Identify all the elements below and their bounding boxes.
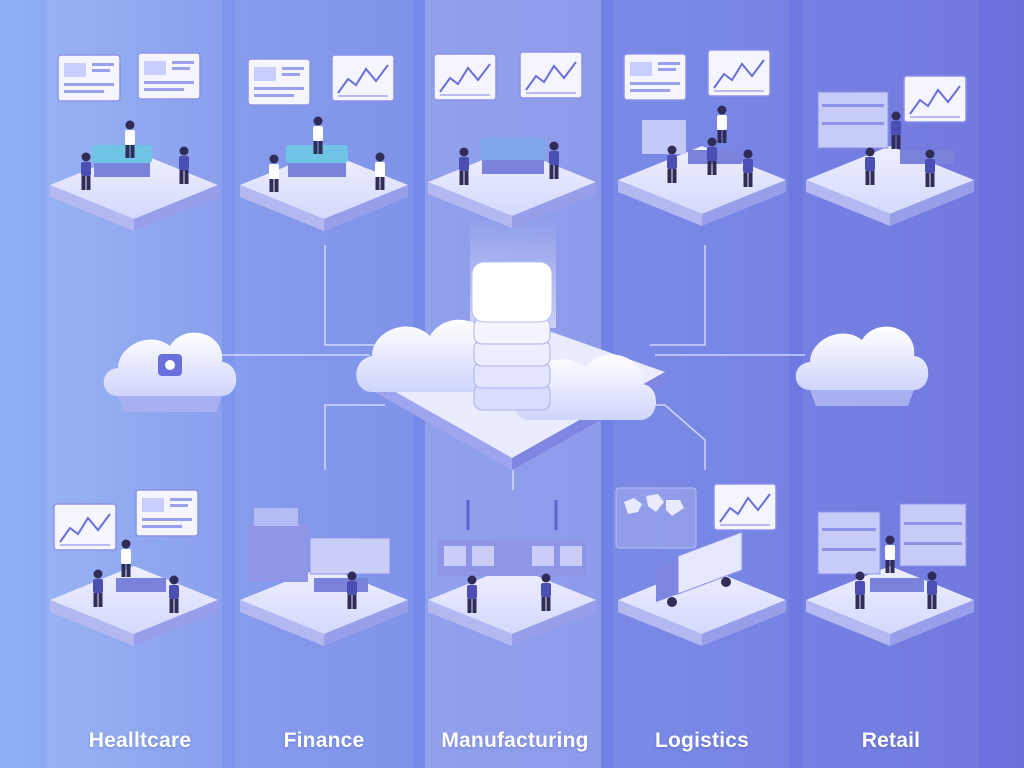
cloud-shield-icon xyxy=(103,332,237,412)
platform-bottom-1 xyxy=(50,489,218,646)
label-finance: Finance xyxy=(283,729,365,752)
platform-bottom-3 xyxy=(428,500,596,646)
cloud-icon xyxy=(795,326,929,406)
platform-top-5 xyxy=(806,75,974,226)
cloud-server-stack-icon xyxy=(356,261,665,470)
connector-lines xyxy=(220,245,805,490)
platform-bottom-4 xyxy=(615,483,786,646)
platform-top-4 xyxy=(618,49,786,226)
world-map-icon xyxy=(615,487,697,549)
label-retail: Retail xyxy=(861,729,921,752)
platform-bottom-2 xyxy=(240,508,408,646)
platform-bottom-5 xyxy=(806,503,974,646)
label-healthcare: Healltcare xyxy=(88,729,192,752)
platform-top-3 xyxy=(428,51,596,228)
truck-icon xyxy=(656,531,743,607)
label-manufacturing: Manufacturing xyxy=(441,729,589,752)
platform-top-1 xyxy=(50,52,218,231)
platform-top-2 xyxy=(240,54,408,231)
label-logistics: Logistics xyxy=(655,729,749,752)
